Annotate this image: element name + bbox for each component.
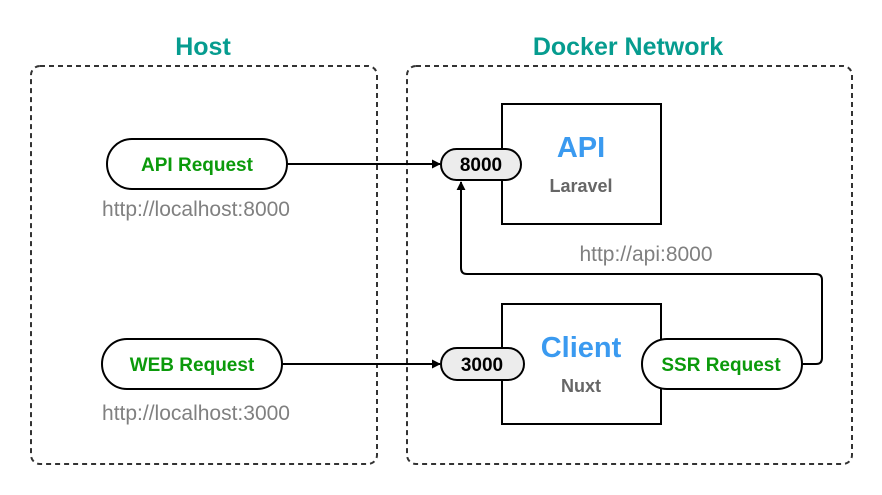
api-request-label: API Request xyxy=(141,155,254,176)
docker-network-group-title: Docker Network xyxy=(533,33,723,61)
ssr-request-label: SSR Request xyxy=(661,355,781,376)
client-service-name: Client xyxy=(541,332,622,364)
host-group-title: Host xyxy=(175,33,231,61)
api-service-box xyxy=(501,103,662,225)
api-request-pill xyxy=(106,138,288,190)
api-service-name: API xyxy=(557,132,605,164)
web-request-pill xyxy=(101,338,283,390)
api-port-label: 8000 xyxy=(460,155,502,176)
docker-network-group-container xyxy=(406,65,853,465)
client-service-tech: Nuxt xyxy=(561,376,601,396)
api-request-url: http://localhost:8000 xyxy=(102,198,290,221)
client-service-box xyxy=(501,303,662,425)
web-request-url: http://localhost:3000 xyxy=(102,402,290,425)
ssr-request-url: http://api:8000 xyxy=(579,243,712,266)
host-group-container xyxy=(30,65,378,465)
ssr-request-connector xyxy=(456,181,823,365)
ssr-request-pill xyxy=(641,338,803,390)
api-service-tech: Laravel xyxy=(549,176,612,196)
client-port-label: 3000 xyxy=(461,355,503,376)
api-port-badge xyxy=(440,148,522,181)
web-request-label: WEB Request xyxy=(130,355,255,376)
client-port-badge xyxy=(440,347,525,381)
